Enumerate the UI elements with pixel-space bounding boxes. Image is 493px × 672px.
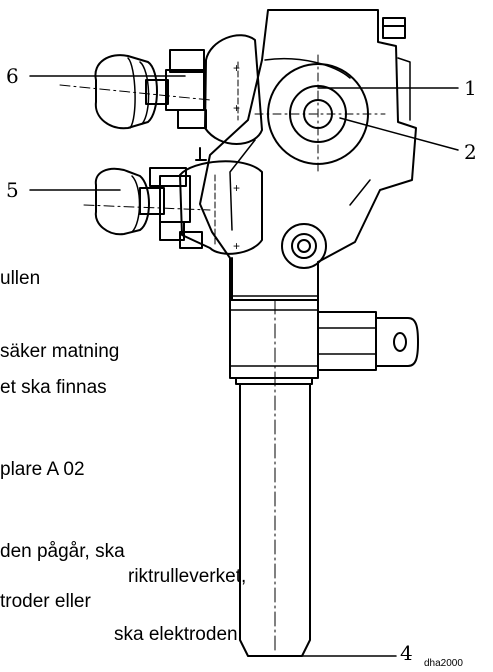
svg-text:+: + bbox=[233, 181, 240, 195]
callout-6: 6 bbox=[6, 64, 19, 88]
text-line-6: riktrulleverket, bbox=[128, 566, 247, 587]
text-line-2: säker matning bbox=[0, 341, 120, 362]
text-line-1: ullen bbox=[0, 268, 41, 289]
guide-roller bbox=[281, 223, 327, 269]
text-line-7: troder eller bbox=[0, 591, 91, 612]
top-fitting bbox=[382, 17, 406, 39]
callout-5: 5 bbox=[6, 178, 19, 202]
callout-4: 4 bbox=[400, 641, 413, 665]
text-line-4: plare A 02 bbox=[0, 459, 85, 480]
callout-2-leader bbox=[339, 117, 459, 151]
text-line-5: den pågår, ska bbox=[0, 541, 125, 562]
svg-text:+: + bbox=[233, 239, 240, 253]
clamp-handle bbox=[375, 317, 419, 367]
clamp-screw bbox=[317, 311, 377, 371]
upper-adjustment-knob bbox=[59, 49, 211, 130]
lower-pressure-arm bbox=[179, 160, 263, 255]
svg-text:+: + bbox=[233, 101, 240, 115]
callout-2: 2 bbox=[464, 140, 477, 164]
svg-text:+: + bbox=[233, 61, 240, 75]
lower-adjustment-knob bbox=[83, 167, 211, 249]
drawing-code: dha2000 bbox=[424, 658, 463, 669]
callout-1: 1 bbox=[464, 76, 477, 100]
text-line-8: ska elektroden bbox=[114, 624, 238, 645]
upper-pressure-arm bbox=[204, 34, 263, 145]
text-line-3: et ska finnas bbox=[0, 377, 107, 398]
